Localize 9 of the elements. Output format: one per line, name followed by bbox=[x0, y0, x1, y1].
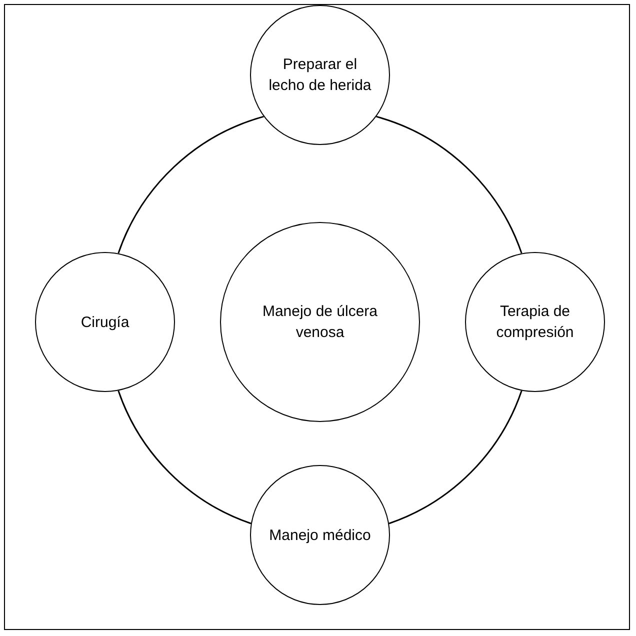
ring-arc bbox=[118, 116, 264, 254]
node-label: Manejo de úlcera venosa bbox=[261, 302, 379, 343]
ring-arc bbox=[376, 116, 522, 254]
node-label: Cirugía bbox=[80, 312, 130, 332]
node-label: Terapia de compresión bbox=[495, 302, 575, 343]
ring-arc bbox=[388, 390, 522, 524]
node-label: Preparar el lecho de herida bbox=[268, 55, 372, 96]
node-label: Manejo médico bbox=[269, 526, 371, 546]
ring-arc bbox=[118, 390, 252, 524]
